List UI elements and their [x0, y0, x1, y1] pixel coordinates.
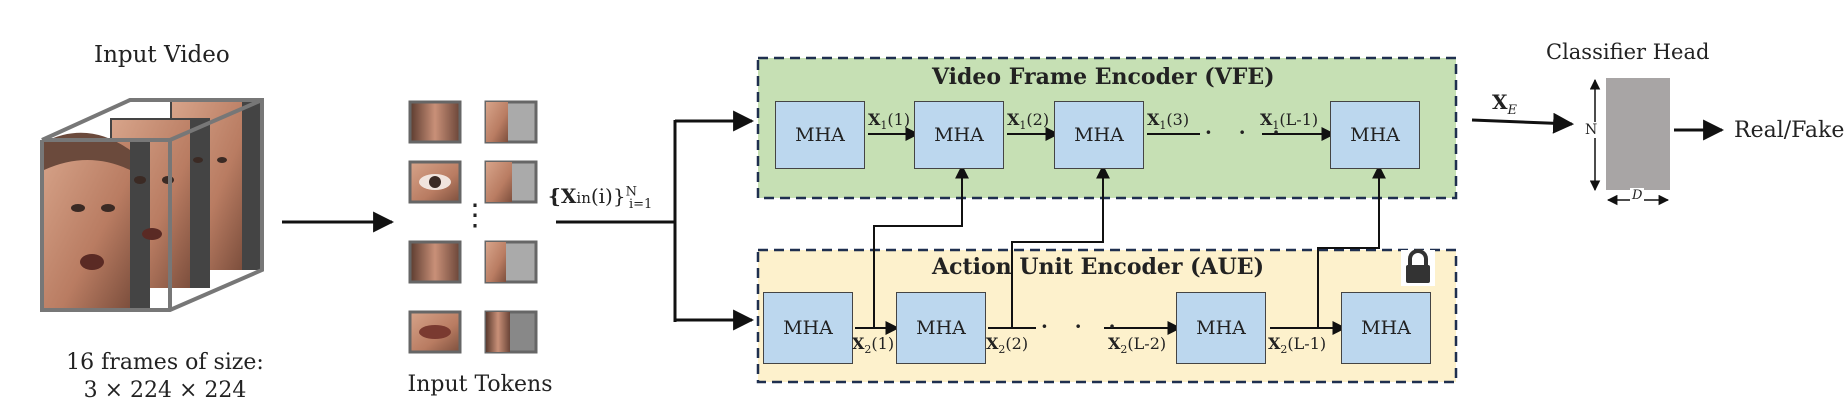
aue-mha-block-1: MHA	[763, 292, 853, 364]
aue-ellipsis: · · ·	[1040, 310, 1125, 343]
classifier-dim-d: D	[1630, 188, 1645, 203]
tokens-vertical-dots: ⋮	[460, 198, 498, 233]
input-video-frames	[40, 98, 264, 312]
aue-edge-label-3: X2(L-2)	[1108, 334, 1167, 357]
classifier-dim-n: N	[1585, 122, 1598, 138]
input-video-title: Input Video	[94, 42, 230, 68]
classifier-output-label: Real/Fake	[1734, 118, 1845, 143]
input-set-label: {Xin(i)}Ni=1	[548, 184, 653, 212]
vfe-title: Video Frame Encoder (VFE)	[932, 64, 1275, 90]
input-video-caption-2: 3 × 224 × 224	[83, 378, 247, 403]
vfe-ellipsis: · · ·	[1204, 116, 1289, 149]
aue-edge-label-4: X2(L-1)	[1268, 334, 1327, 357]
classifier-head	[1589, 78, 1670, 206]
vfe-mha-block-4: MHA	[1330, 101, 1420, 169]
vfe-edge-label-4: X1(L-1)	[1260, 110, 1319, 133]
aue-mha-block-2: MHA	[896, 292, 986, 364]
vfe-edge-label-1: X1(1)	[868, 110, 911, 133]
vfe-edge-label-3: X1(3)	[1147, 110, 1190, 133]
lock-icon	[1401, 249, 1435, 286]
cross-arrows	[873, 164, 1386, 328]
aue-mha-block-4: MHA	[1341, 292, 1431, 364]
aue-mha-block-3: MHA	[1176, 292, 1266, 364]
classifier-input-label: XE	[1492, 90, 1518, 118]
input-video-caption-1: 16 frames of size:	[66, 350, 264, 375]
input-tokens	[408, 100, 538, 354]
aue-title: Action Unit Encoder (AUE)	[932, 254, 1264, 280]
vfe-mha-block-3: MHA	[1054, 101, 1144, 169]
vfe-to-classifier-arrow	[1471, 112, 1575, 134]
vfe-mha-block-1: MHA	[775, 101, 865, 169]
branch-arrows	[556, 110, 755, 331]
vfe-edge-label-2: X1(2)	[1007, 110, 1050, 133]
classifier-title: Classifier Head	[1546, 40, 1710, 64]
aue-edge-label-1: X2(1)	[852, 334, 895, 357]
input-tokens-caption: Input Tokens	[407, 372, 553, 397]
aue-edge-label-2: X2(2)	[986, 334, 1029, 357]
vfe-mha-block-2: MHA	[914, 101, 1004, 169]
